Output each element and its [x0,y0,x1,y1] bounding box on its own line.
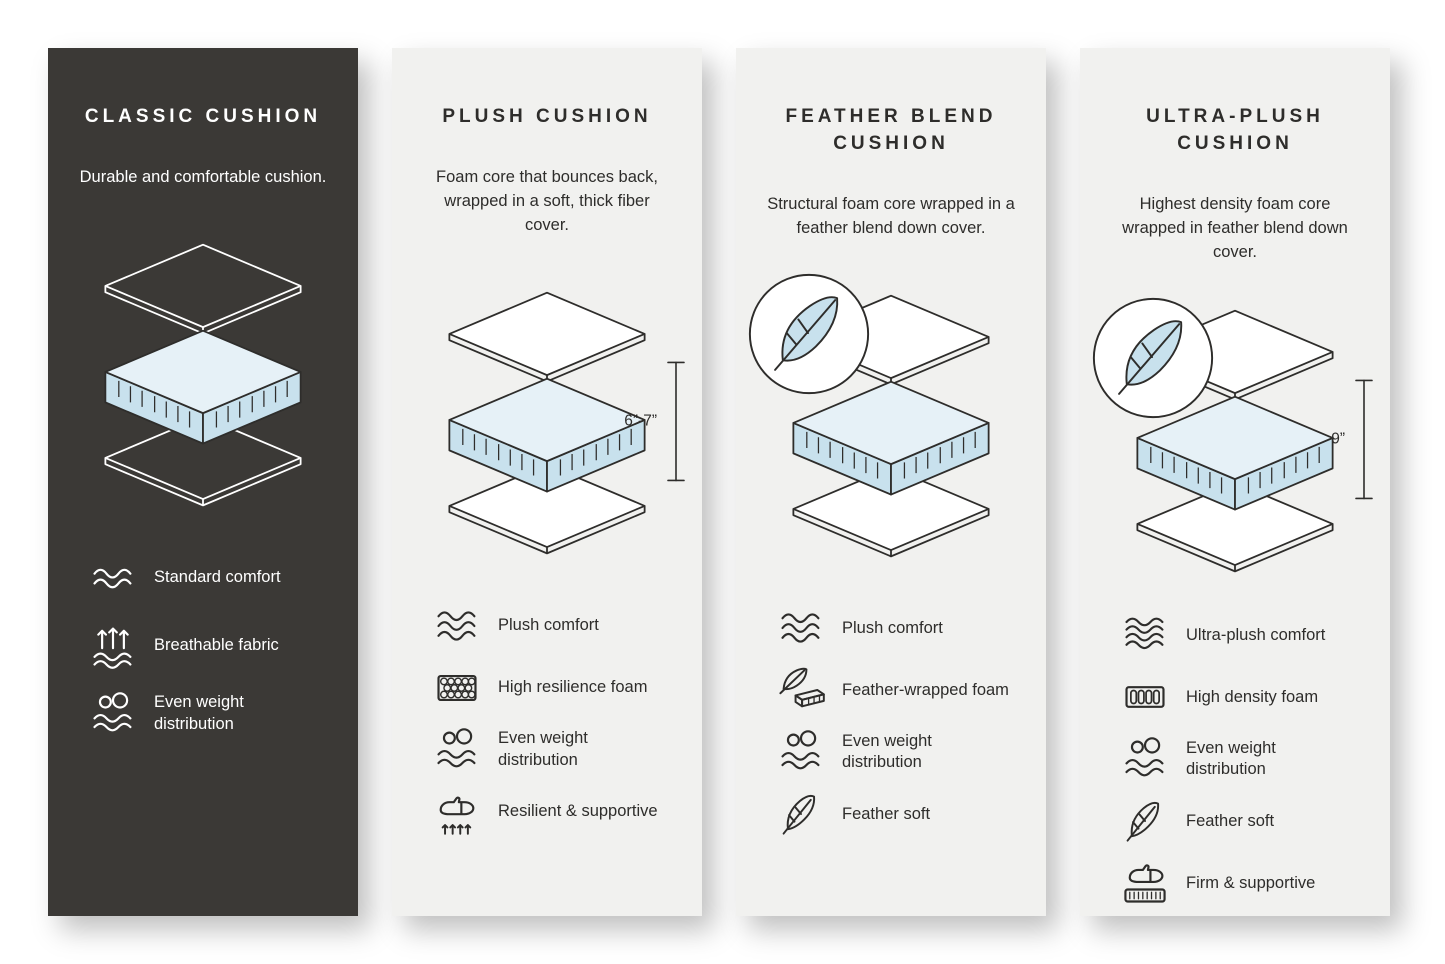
feature-label: Even weight distribution [498,729,588,769]
ruler-icon [664,357,688,485]
feature-row: Firm & supportive [1080,858,1390,908]
feature-label: Plush comfort [498,615,599,634]
cushion-diagram: 6”-7” [392,281,702,567]
feature-row: Standard comfort [48,553,358,603]
dense-foam-icon [1120,672,1170,722]
cushion-diagram [736,283,1046,569]
feature-label: Feather soft [1186,811,1275,830]
measurement-label: 9” [1331,430,1345,448]
feature-label: Even weight distribution [842,731,932,772]
feature-label: Feather soft [842,804,931,823]
feature-row: Even weight distribution [736,727,1046,777]
hand-springs-icon [432,787,482,837]
feature-list: Standard comfort Breathable fabric Even … [48,553,358,757]
panel-description: Foam core that bounces back, wrapped in … [436,168,658,235]
feature-label: Even weight distribution [154,693,244,733]
panel-ultra-plush-cushion: ULTRA-PLUSH CUSHION Highest density foam… [1080,48,1390,916]
panel-description: Highest density foam core wrapped in fea… [1122,194,1348,261]
height-measurement: 6”-7” [624,357,688,485]
waves-2-icon [88,553,138,603]
feature-label: Firm & supportive [1186,873,1316,892]
panel-title: FEATHER BLEND CUSHION [785,106,997,154]
feature-row: High resilience foam [392,663,702,713]
feature-row: Plush comfort [392,601,702,651]
feature-row: Ultra-plush comfort [1080,610,1390,660]
feature-label: Even weight distribution [1186,738,1276,779]
even-weight-icon [432,725,482,775]
feature-list: Plush comfort High resilience foam Even … [392,601,702,849]
feature-row: Resilient & supportive [392,787,702,837]
feature-row: Plush comfort [736,603,1046,653]
measurement-label: 6”-7” [624,412,657,430]
feather-icon [776,789,826,839]
panel-feather-blend-cushion: FEATHER BLEND CUSHION Structural foam co… [736,48,1046,916]
feature-label: Breathable fabric [154,636,279,655]
feature-list: Plush comfort Feather-wrapped foam Even … [736,603,1046,851]
hand-mattress-icon [1120,858,1170,908]
waves-3-icon [432,601,482,651]
ruler-icon [1352,375,1376,503]
panel-title: ULTRA-PLUSH CUSHION [1146,106,1324,154]
feather-icon [1120,796,1170,846]
layered-cushion-icon [444,289,650,558]
even-weight-icon [776,727,826,777]
panel-classic-cushion: CLASSIC CUSHION Durable and comfortable … [48,48,358,916]
panel-title: PLUSH CUSHION [442,106,652,127]
even-weight-icon [1120,734,1170,784]
feature-row: Even weight distribution [48,689,358,739]
feature-label: Standard comfort [154,568,281,587]
height-measurement: 9” [1331,375,1376,503]
panel-title: CLASSIC CUSHION [84,106,322,127]
feature-row: Breathable fabric [48,621,358,671]
feather-badge-icon [746,271,872,397]
feature-label: Plush comfort [842,618,943,637]
feature-label: Feather-wrapped foam [842,680,1009,699]
feature-row: Even weight distribution [1080,734,1390,784]
feature-label: High density foam [1186,687,1319,706]
even-weight-icon [88,689,138,739]
feature-row: Feather soft [736,789,1046,839]
feature-list: Ultra-plush comfort High density foam Ev… [1080,610,1390,920]
feature-label: High resilience foam [498,677,648,696]
feature-row: High density foam [1080,672,1390,722]
panel-description: Structural foam core wrapped in a feathe… [767,194,1015,237]
panel-plush-cushion: PLUSH CUSHION Foam core that bounces bac… [392,48,702,916]
honeycomb-foam-icon [432,663,482,713]
feature-label: Resilient & supportive [498,801,658,820]
waves-3-icon [776,603,826,653]
feather-badge-icon [1090,295,1216,421]
breathable-arrows-icon [88,621,138,671]
layered-cushion-icon [100,241,306,510]
panel-description: Durable and comfortable cushion. [79,168,327,187]
cushion-diagram: 9” [1080,307,1390,576]
waves-4-icon [1120,610,1170,660]
feature-row: Feather-wrapped foam [736,665,1046,715]
feather-wrapped-foam-icon [776,665,826,715]
feature-label: Ultra-plush comfort [1186,625,1326,644]
feature-row: Feather soft [1080,796,1390,846]
feature-row: Even weight distribution [392,725,702,775]
cushion-diagram [48,233,358,519]
